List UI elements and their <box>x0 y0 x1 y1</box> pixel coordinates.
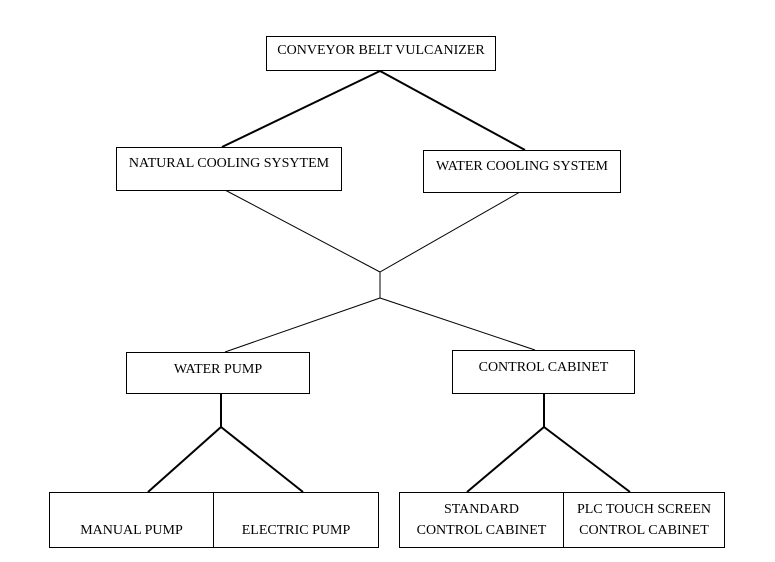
connector-hub-to-control-cabinet <box>379 297 536 351</box>
node-label: WATER COOLING SYSTEM <box>436 159 608 174</box>
node-control-cabinet: CONTROL CABINET <box>452 350 635 394</box>
connector-to-plc-cabinet <box>543 426 631 493</box>
connector-to-manual-pump <box>147 426 222 493</box>
connector-root-to-water <box>379 70 526 151</box>
node-manual-pump: MANUAL PUMP <box>49 492 214 548</box>
node-label-line2: CONTROL CABINET <box>416 523 547 538</box>
node-plc-touch-screen-control-cabinet: PLC TOUCH SCREEN CONTROL CABINET <box>563 492 725 548</box>
node-standard-control-cabinet: STANDARD CONTROL CABINET <box>399 492 564 548</box>
connector-root-to-natural <box>221 70 381 148</box>
node-water-pump: WATER PUMP <box>126 352 310 394</box>
node-label: WATER PUMP <box>173 362 263 377</box>
node-label-line2: CONTROL CABINET <box>579 523 709 538</box>
node-label: CONTROL CABINET <box>478 360 609 375</box>
node-label-line1: STANDARD <box>443 502 520 517</box>
node-conveyor-belt-vulcanizer: CONVEYOR BELT VULCANIZER <box>266 36 496 71</box>
connector-natural-to-hub <box>224 189 381 273</box>
connector-to-standard-cabinet <box>466 426 545 493</box>
node-label: CONVEYOR BELT VULCANIZER <box>277 43 485 58</box>
node-natural-cooling-system: NATURAL COOLING SYSYTEM <box>116 147 342 191</box>
node-label: ELECTRIC PUMP <box>241 523 351 538</box>
node-label: MANUAL PUMP <box>80 523 183 538</box>
connector-hub-to-water-pump <box>224 297 381 353</box>
node-electric-pump: ELECTRIC PUMP <box>213 492 379 548</box>
node-label-line1: PLC TOUCH SCREEN <box>576 502 712 517</box>
connector-to-electric-pump <box>220 426 304 493</box>
node-label: NATURAL COOLING SYSYTEM <box>128 156 330 171</box>
connector-water-to-hub <box>379 191 521 273</box>
node-water-cooling-system: WATER COOLING SYSTEM <box>423 150 621 193</box>
